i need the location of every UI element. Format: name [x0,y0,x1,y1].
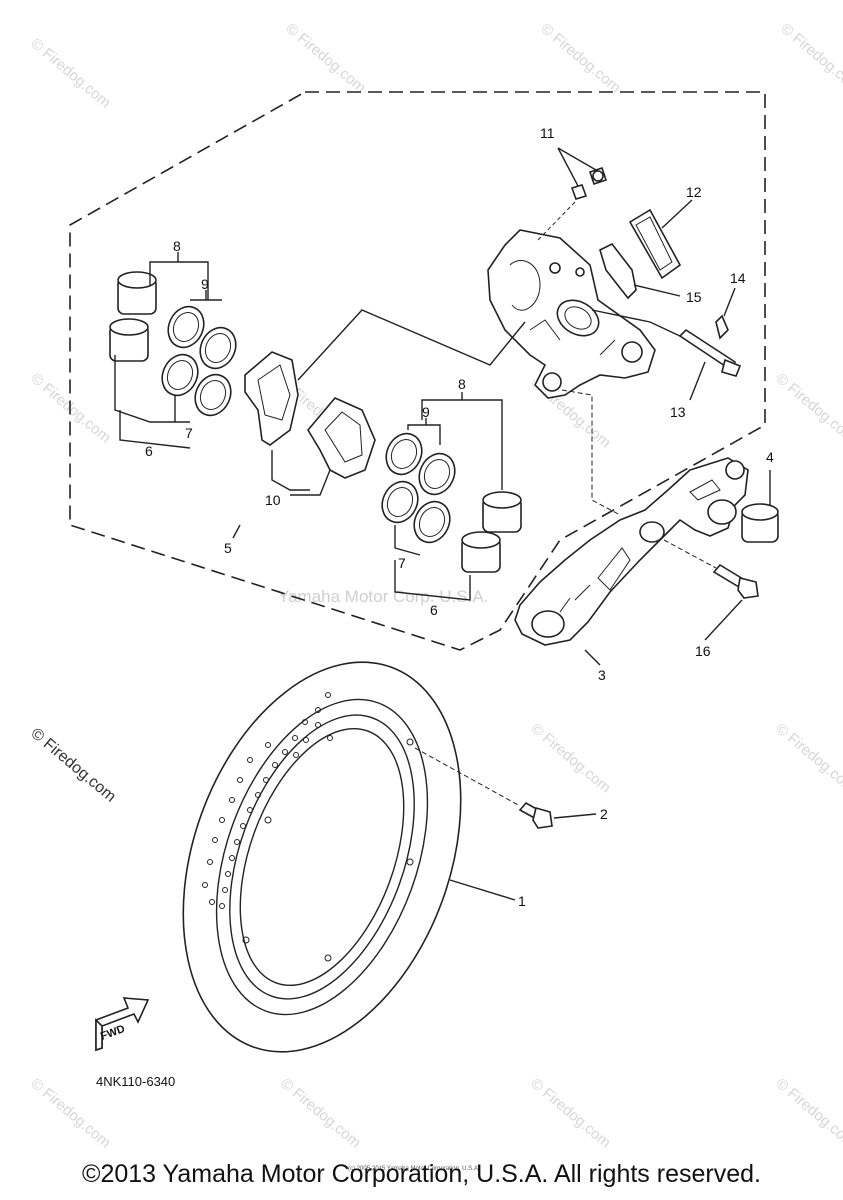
watermark: © Firedog.com [772,720,843,796]
callout-9: 9 [201,276,209,292]
piston-seal-group-left: 8 9 7 6 [109,238,237,459]
watermark: © Firedog.com [27,35,113,111]
brake-disc: 1 [182,661,526,1053]
brake-pad [244,351,299,446]
callout-7: 7 [185,425,193,441]
piston [117,271,157,315]
callout-11: 11 [540,125,555,141]
pad-pin: 13 [591,309,742,420]
piston [109,318,149,362]
callout-12: 12 [686,184,702,200]
watermark: © Firedog.com [777,20,843,96]
copyright-footer: ©2013 Yamaha Motor Corporation, U.S.A. A… [82,1160,761,1188]
callout-5: 5 [224,540,232,556]
callout-8: 8 [173,238,181,254]
callout-3: 3 [598,667,606,683]
brake-caliper [487,229,656,399]
caliper-kit-outline [69,91,766,651]
watermark-dark: © Firedog.com [27,725,118,806]
callout-6: 6 [145,443,153,459]
watermark: © Firedog.com [282,20,368,96]
watermark: © Firedog.com [772,370,843,446]
callout-16: 16 [695,643,711,659]
watermark-group: © Firedog.com © Firedog.com © Firedog.co… [27,20,843,1151]
piston-seal [194,373,232,417]
forward-arrow-icon: FWD [95,997,150,1052]
bracket-bolt: 16 [663,539,759,659]
callout-14: 14 [730,270,746,286]
callout-10: 10 [265,492,281,508]
callout-13: 13 [670,404,686,420]
pad-plate: 12 [628,184,702,280]
piston-seal [418,452,456,496]
piston-seal [385,432,423,476]
bracket-collar: 4 [741,449,779,543]
piston-seal [199,326,237,370]
watermark: © Firedog.com [537,20,623,96]
piston [482,491,522,533]
diagram-code: 4NK110-6340 [96,1074,175,1089]
pin-clip: 14 [715,270,746,340]
callout-4: 4 [766,449,774,465]
watermark: © Firedog.com [772,1075,843,1151]
callout-7: 7 [398,555,406,571]
piston-seal [167,305,205,349]
callout-9: 9 [422,404,430,420]
bleed-screw-set: 11 [537,125,608,241]
small-notice: (c) 2005-2015 Yamaha Motor Corporation, … [348,1166,480,1172]
callout-2: 2 [600,806,608,822]
piston-seal-group-right: 8 9 7 6 [381,376,522,618]
callout-1: 1 [518,893,526,909]
center-watermark: Yamaha Motor Corp. U.S.A. [278,587,488,606]
callout-6: 6 [430,602,438,618]
piston-seal [413,500,451,544]
watermark: © Firedog.com [527,720,613,796]
caliper-bracket: 3 [514,457,749,683]
brake-pad-set: 10 [244,351,376,508]
piston-seal [161,353,199,397]
piston [461,531,501,573]
pad-spring: 15 [599,242,702,305]
callout-8: 8 [458,376,466,392]
brake-pad [307,397,376,479]
disc-bolt: 2 [414,747,608,829]
piston-seal [381,480,419,524]
callout-15: 15 [686,289,702,305]
watermark: © Firedog.com [277,1075,363,1151]
watermark: © Firedog.com [527,1075,613,1151]
